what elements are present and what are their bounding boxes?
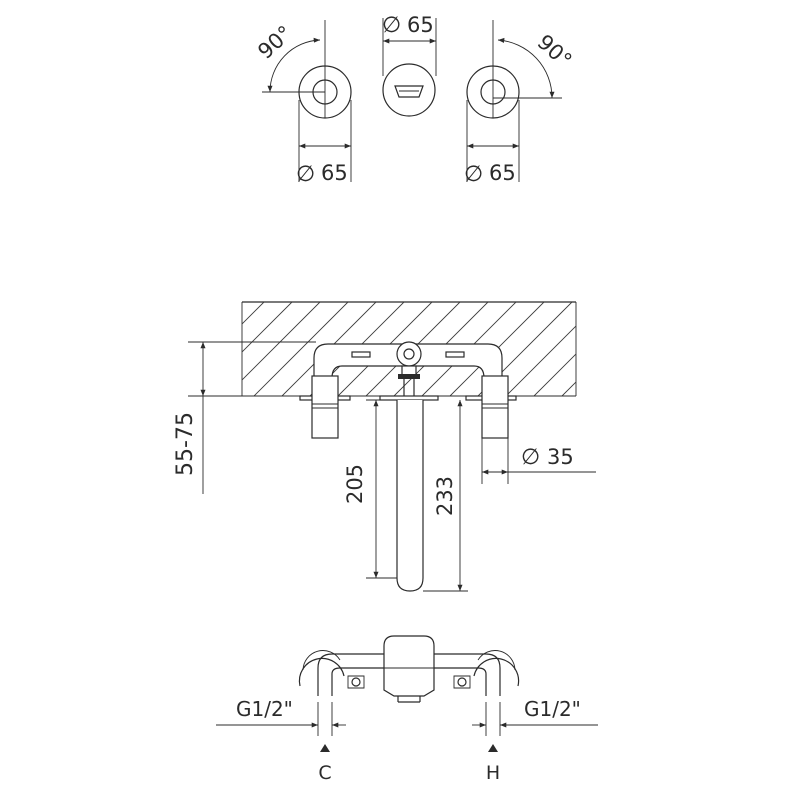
hatch-line [533,353,576,396]
right-angle-label: 90° [533,30,577,73]
spout-outlet [394,85,424,98]
outlet-height-label: 205 [343,464,367,504]
bottom-mixer-center [383,635,435,697]
hot-label: H [486,762,500,784]
spout-diameter-symbol: ∅ [382,13,401,38]
left-angle-arc [267,37,321,93]
right-diameter-label: 65 [489,161,516,185]
right-angle-arc [497,37,555,99]
spout-length-label: 233 [433,476,457,516]
hot-arrow-icon [488,744,498,752]
hatch-line [505,325,576,396]
cold-label: C [318,762,331,784]
left-diameter-symbol: ∅ [296,162,315,187]
spout-rosette [382,63,436,117]
hatch-line [242,302,265,325]
right-connection-label: G1/2" [524,697,581,721]
left-connection-label: G1/2" [236,697,293,721]
left-diameter-label: 65 [321,161,348,185]
hatch-line [253,302,349,396]
side-view: 55-75 205 233 ∅ 35 [142,301,684,592]
spout-side [396,400,424,592]
left-angle-label: 90° [253,21,297,64]
bottom-view: G1/2" G1/2" C H [216,635,598,784]
right-handle-side [481,375,509,439]
handle-diameter-symbol: ∅ [521,445,540,470]
cold-arrow-icon [320,744,330,752]
hatch-line [242,302,293,353]
top-view: 90° ∅ 65 90° ∅ 65 ∅ 65 [253,13,576,187]
left-handle-side [311,375,339,439]
right-diameter-symbol: ∅ [464,162,483,187]
spout-diameter-label: 65 [407,13,434,37]
wall-depth-label: 55-75 [173,412,198,476]
hatch-line [242,302,321,381]
hatch-line [590,302,684,396]
hatch-line [142,302,236,396]
handle-diameter-label: 35 [547,445,574,469]
